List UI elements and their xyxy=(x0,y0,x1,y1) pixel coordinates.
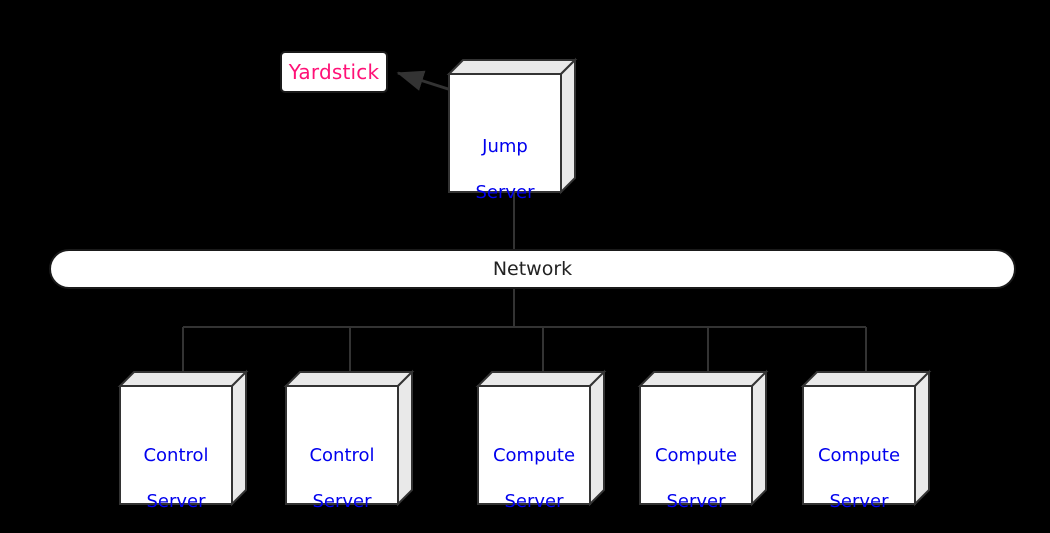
control-server-1-shape xyxy=(117,369,249,507)
yardstick-box[interactable]: Yardstick xyxy=(280,51,388,93)
compute-server-3-shape xyxy=(800,369,932,507)
compute-server-2-shape xyxy=(637,369,769,507)
node-control-server-1[interactable]: Control Server xyxy=(117,369,249,512)
compute-server-1-shape xyxy=(475,369,607,507)
node-compute-server-1[interactable]: Compute Server xyxy=(475,369,607,512)
node-jump-server[interactable]: Jump Server xyxy=(446,57,578,203)
node-control-server-2[interactable]: Control Server xyxy=(283,369,415,512)
yardstick-label: Yardstick xyxy=(288,60,380,84)
network-bar[interactable]: Network xyxy=(49,249,1016,289)
node-compute-server-2[interactable]: Compute Server xyxy=(637,369,769,512)
jump-server-shape xyxy=(446,57,578,195)
control-server-2-shape xyxy=(283,369,415,507)
node-compute-server-3[interactable]: Compute Server xyxy=(800,369,932,512)
network-label: Network xyxy=(492,257,573,280)
